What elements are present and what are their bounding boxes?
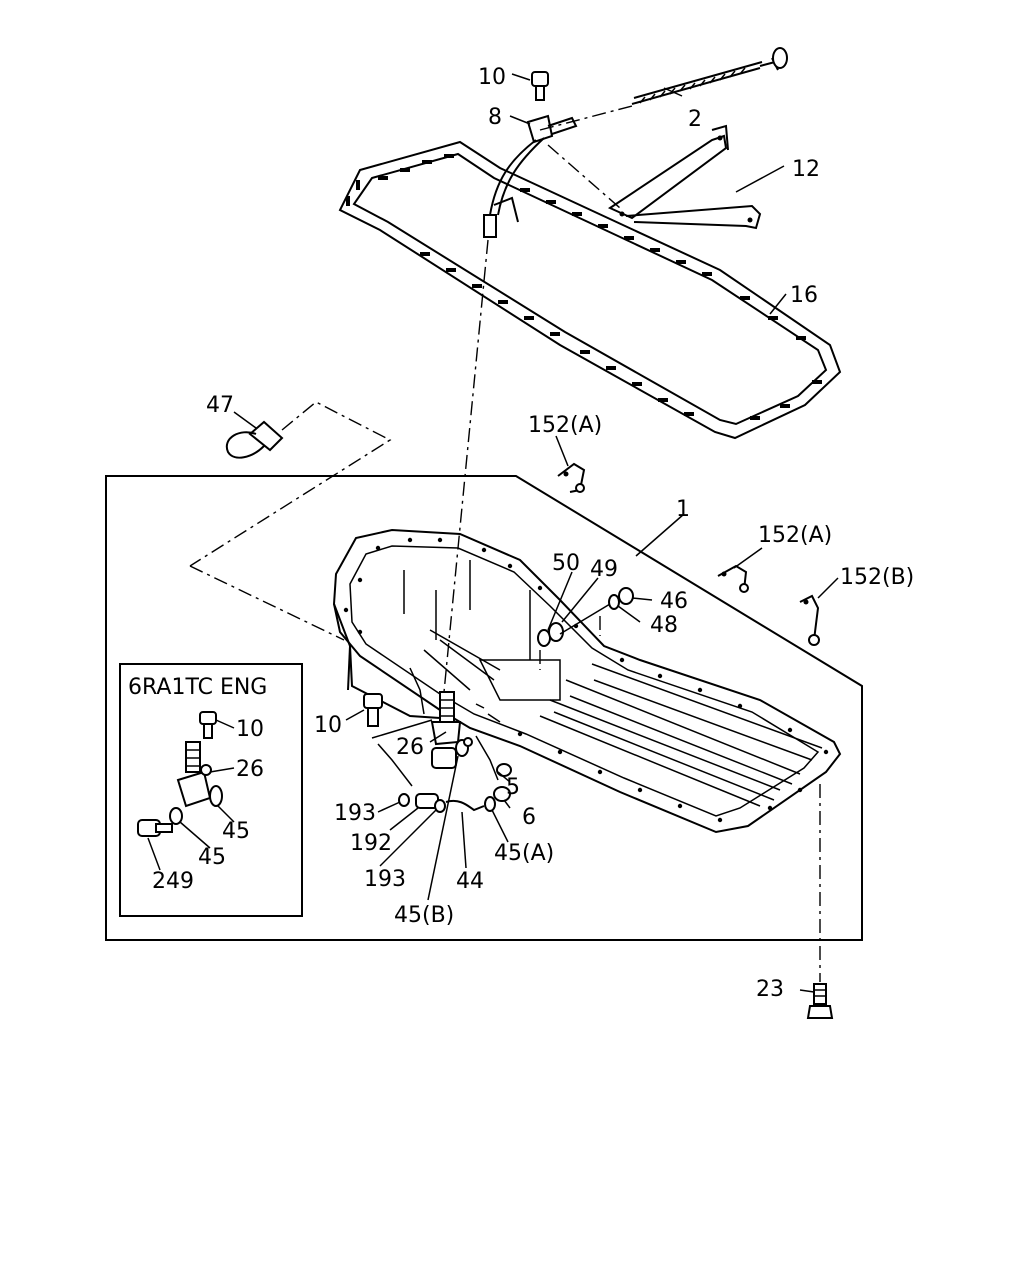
plug-group	[537, 587, 634, 670]
inset-parts	[137, 711, 223, 837]
main-frame	[105, 475, 863, 941]
label-10-mid: 10	[314, 713, 342, 738]
label-152a-2: 152(A)	[758, 523, 832, 548]
label-192: 192	[350, 831, 392, 856]
dipstick-guide-tube	[483, 114, 578, 238]
bracket-152a-1	[557, 462, 586, 493]
label-49: 49	[590, 557, 618, 582]
drain-plug	[806, 983, 834, 1019]
clip	[189, 401, 392, 567]
bolt-top	[531, 71, 549, 101]
label-6: 6	[522, 805, 536, 830]
label-45a: 45(A)	[494, 841, 554, 866]
inset-label-10: 10	[236, 717, 264, 742]
inset-label-45-b: 45	[198, 845, 226, 870]
label-193-a: 193	[334, 801, 376, 826]
label-2: 2	[688, 107, 702, 132]
label-16: 16	[790, 283, 818, 308]
label-48: 48	[650, 613, 678, 638]
inset-label-45-a: 45	[222, 819, 250, 844]
label-45b: 45(B)	[394, 903, 454, 928]
label-23: 23	[756, 977, 784, 1002]
bracket-152a-2	[717, 564, 749, 593]
label-5: 5	[506, 775, 520, 800]
label-26-mid: 26	[396, 735, 424, 760]
label-10-top: 10	[478, 65, 506, 90]
label-1: 1	[676, 497, 690, 522]
bracket	[547, 124, 762, 230]
inset-frame	[119, 663, 303, 917]
oil-pan-gasket	[338, 140, 842, 440]
inset-title: 6RA1TC ENG	[128, 675, 267, 700]
oil-pan	[332, 528, 842, 834]
bolt-mid	[363, 693, 383, 727]
label-152b: 152(B)	[840, 565, 914, 590]
label-50: 50	[552, 551, 580, 576]
label-46: 46	[660, 589, 688, 614]
label-leaders	[147, 73, 839, 993]
inset-label-249: 249	[152, 869, 194, 894]
label-44: 44	[456, 869, 484, 894]
inset-label-26: 26	[236, 757, 264, 782]
dipstick	[539, 47, 788, 131]
label-193-b: 193	[364, 867, 406, 892]
label-8: 8	[488, 105, 502, 130]
label-47: 47	[206, 393, 234, 418]
sensor-assembly	[371, 691, 512, 813]
leader-tube-to-pan	[443, 239, 489, 693]
label-12: 12	[792, 157, 820, 182]
bracket-152b	[799, 594, 820, 646]
leader-gasket-to-pan	[189, 565, 345, 641]
label-152a-1: 152(A)	[528, 413, 602, 438]
